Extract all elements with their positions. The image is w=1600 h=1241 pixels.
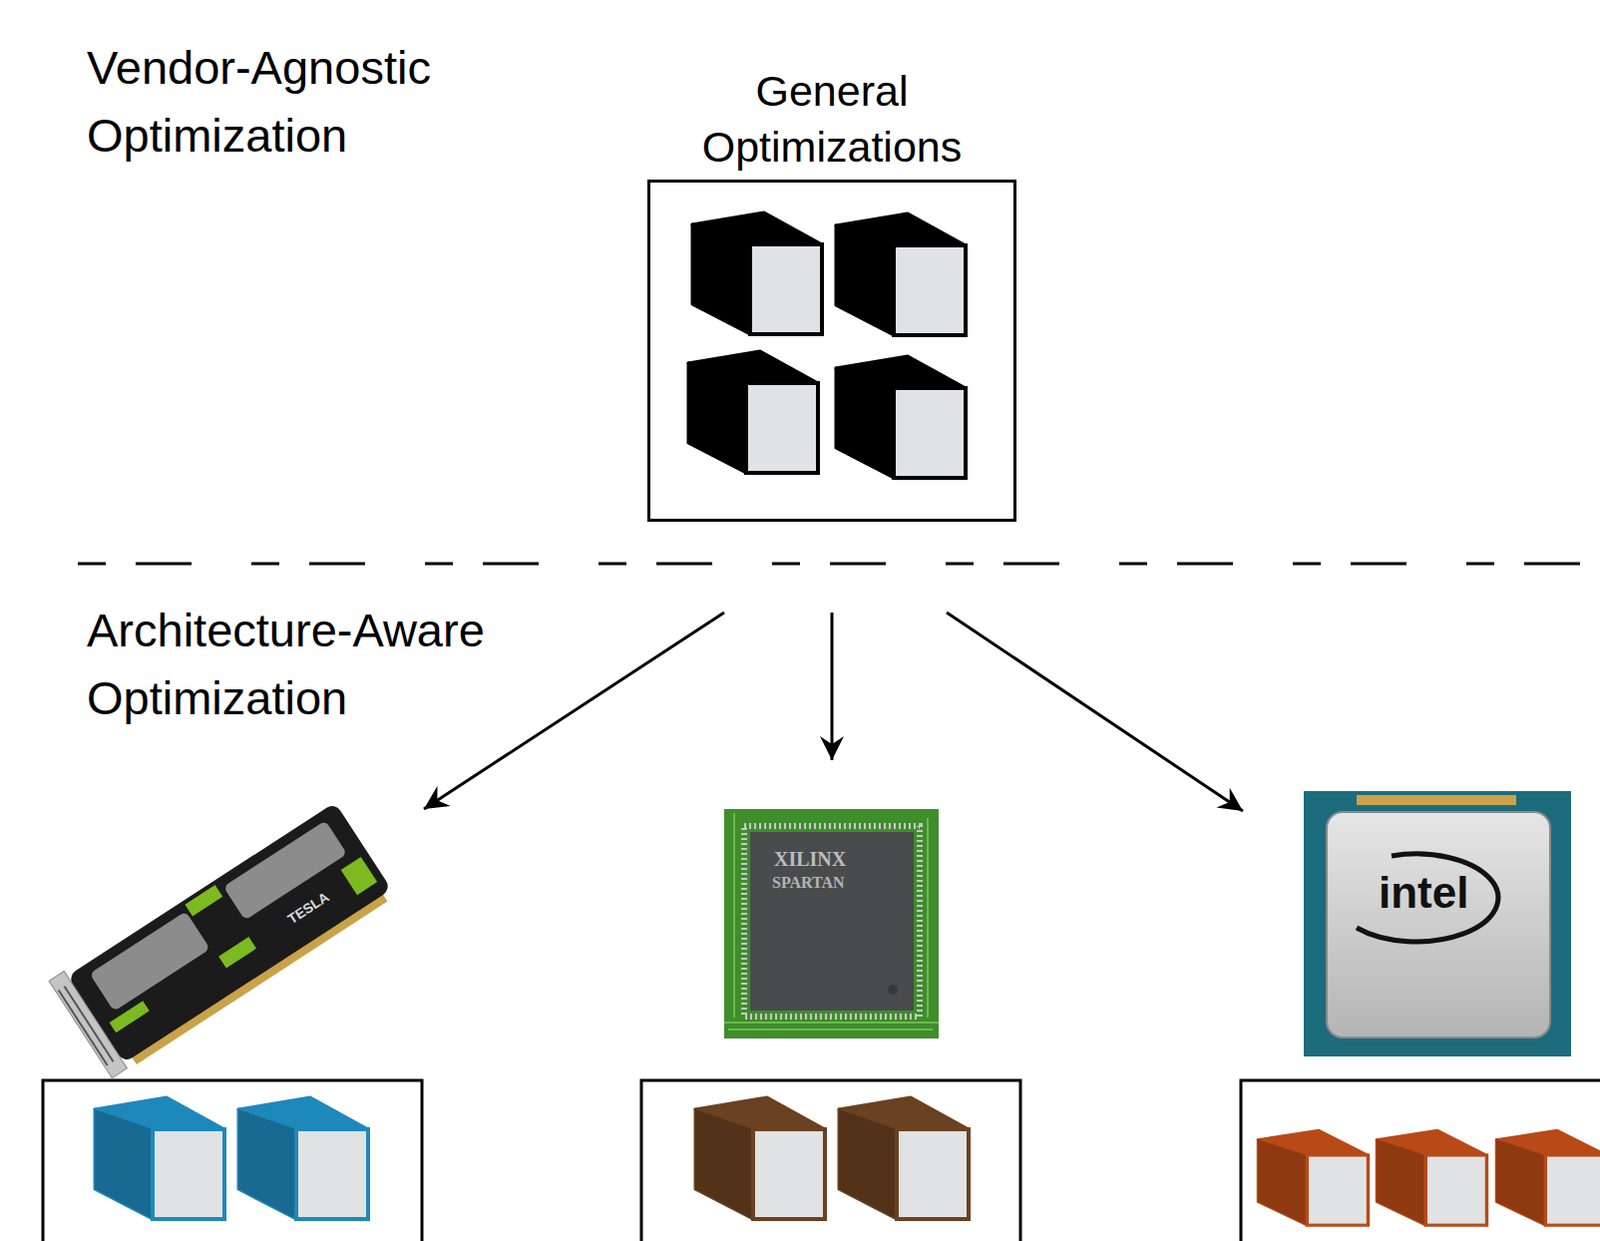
logo-text: XILINX: [774, 847, 846, 870]
logo-text: SPARTAN: [772, 873, 845, 892]
section-label: Vendor-Agnostic Optimization: [86, 33, 556, 170]
cpu-chip: [1303, 791, 1572, 1057]
optimization-box: General Optimizations: [647, 179, 1017, 522]
separator-line: [77, 562, 1600, 566]
arrows: [423, 612, 1243, 811]
gpu-cubes: [94, 1097, 369, 1219]
fpga-chip: [724, 808, 939, 1039]
box-heading: General Optimizations: [662, 62, 1002, 175]
architecture-boxes: [42, 1080, 1600, 1241]
section-label: Architecture-Aware Optimization: [86, 596, 606, 733]
cpu-cubes: [1257, 1130, 1600, 1225]
gpu-card: [48, 797, 397, 1080]
logo-text: intel: [1378, 867, 1469, 918]
fpga-cubes: [695, 1097, 969, 1219]
general-cubes: [688, 212, 966, 478]
